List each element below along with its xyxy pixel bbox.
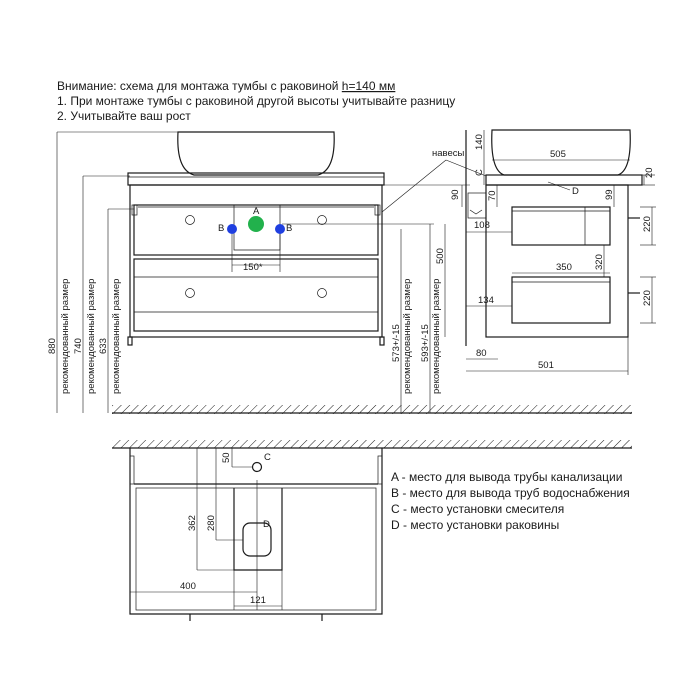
knob-icon [317, 288, 327, 298]
front-sink-bowl [177, 131, 335, 176]
side-label-d: D [572, 186, 579, 197]
dim-280: 280 [206, 515, 217, 531]
dim-121: 121 [250, 595, 266, 606]
water-point-b-right-icon [275, 224, 285, 234]
dim-220-lower: 220 [642, 290, 653, 306]
dim-80: 80 [476, 348, 487, 359]
side-countertop [485, 174, 643, 186]
side-label-c: C [474, 169, 485, 176]
dim-501: 501 [538, 360, 554, 371]
legend-item-a: A - место для вывода трубы канализации [391, 470, 622, 484]
dim-505: 505 [550, 149, 566, 160]
dim-20: 20 [644, 167, 655, 178]
dim-400: 400 [180, 581, 196, 592]
dim-573: 573+/-15 [391, 324, 402, 362]
front-lower-drawer [133, 258, 379, 332]
knob-icon [185, 215, 195, 225]
label-b-right: B [286, 223, 292, 234]
dim-220-upper: 220 [642, 216, 653, 232]
dim-134: 134 [478, 295, 494, 306]
knob-icon [185, 288, 195, 298]
floor-front [112, 405, 632, 414]
front-view: A B B 150* 880 рекомендованный размер 74… [47, 131, 470, 413]
front-upper-drawer [133, 204, 379, 256]
dim-99: 99 [604, 189, 615, 200]
label-b-left: B [218, 223, 224, 234]
dim-633: 633 [98, 338, 109, 354]
hinges-label: навесы [432, 148, 465, 159]
top-cabinet-outline [129, 448, 383, 615]
recommended-label-5: рекомендованный размер [431, 279, 442, 394]
dim-50: 50 [221, 452, 232, 463]
legend-item-c: C - место установки смесителя [391, 502, 564, 516]
note-line-2: 1. При монтаже тумбы с раковиной другой … [57, 94, 455, 108]
dim-150: 150* [243, 262, 263, 273]
dim-350: 350 [556, 262, 572, 273]
dim-593: 593+/-15 [420, 324, 431, 362]
legend: A - место для вывода трубы канализации B… [391, 470, 630, 532]
knob-icon [317, 215, 327, 225]
dim-140: 140 [474, 134, 485, 150]
dim-108: 108 [474, 220, 490, 231]
top-label-c: C [264, 452, 271, 463]
faucet-point-c-icon [251, 461, 263, 473]
dim-362: 362 [187, 515, 198, 531]
top-label-d: D [263, 519, 270, 530]
label-a: A [253, 206, 260, 217]
dim-70: 70 [487, 190, 498, 201]
note-line-3: 2. Учитывайте ваш рост [57, 109, 191, 123]
note-line-1: Внимание: схема для монтажа тумбы с рако… [57, 79, 395, 93]
recommended-label-1: рекомендованный размер [60, 279, 71, 394]
dim-500: 500 [435, 248, 446, 264]
front-cabinet-body [129, 184, 383, 338]
recommended-label-4: рекомендованный размер [402, 279, 413, 394]
notes: Внимание: схема для монтажа тумбы с рако… [57, 79, 455, 123]
dim-90: 90 [450, 189, 461, 200]
top-view: D C 50 362 280 400 121 [112, 440, 632, 621]
legend-item-d: D - место установки раковины [391, 518, 559, 532]
side-cabinet-body [485, 184, 629, 338]
top-pipe-cutout [233, 488, 283, 571]
dim-740: 740 [73, 338, 84, 354]
dim-880: 880 [47, 338, 58, 354]
dim-320: 320 [594, 254, 605, 270]
recommended-label-2: рекомендованный размер [86, 279, 97, 394]
side-view: D навесы 505 140 C 20 90 70 108 99 220 3… [381, 129, 656, 375]
recommended-label-3: рекомендованный размер [111, 279, 122, 394]
drain-point-a-icon [248, 216, 264, 232]
legend-item-b: B - место для вывода труб водоснабжения [391, 486, 630, 500]
water-point-b-left-icon [227, 224, 237, 234]
